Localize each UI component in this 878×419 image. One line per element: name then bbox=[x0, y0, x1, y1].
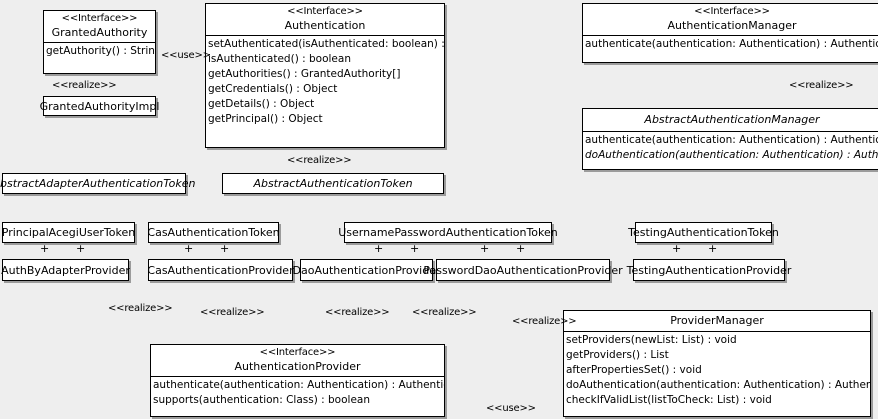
class-password-dao-authentication-provider[interactable]: PasswordDaoAuthenticationProvider bbox=[423, 259, 623, 281]
edge-label-realize-cas: <<realize>> bbox=[200, 307, 265, 318]
assoc-plus-marker: + bbox=[184, 242, 194, 255]
divider bbox=[44, 42, 155, 44]
operations-compartment: setAuthenticated(isAuthenticated: boolea… bbox=[206, 36, 444, 128]
operation: authenticate(authentication: Authenticat… bbox=[585, 133, 878, 146]
class-authentication-provider[interactable]: <<Interface>> AuthenticationProvider aut… bbox=[150, 344, 445, 417]
class-principal-acegi-user-token[interactable]: PrincipalAcegiUserToken bbox=[2, 222, 135, 243]
class-cas-authentication-provider[interactable]: CasAuthenticationProvider bbox=[147, 259, 294, 281]
operations-compartment: setProviders(newList: List) : void getPr… bbox=[564, 332, 870, 409]
class-name: GrantedAuthorityImpl bbox=[39, 99, 160, 113]
class-provider-manager[interactable]: ProviderManager setProviders(newList: Li… bbox=[563, 310, 871, 417]
operation: doAuthentication(authentication: Authent… bbox=[566, 378, 870, 391]
operation: doAuthentication(authentication: Authent… bbox=[585, 148, 878, 161]
operation: setProviders(newList: List) : void bbox=[566, 333, 737, 346]
class-name: UsernamePasswordAuthenticationToken bbox=[338, 226, 558, 239]
divider bbox=[151, 376, 444, 378]
assoc-plus-marker: + bbox=[410, 242, 420, 255]
operation: checkIfValidList(listToCheck: List) : vo… bbox=[566, 393, 772, 406]
edge-label-realize-grantedauthorityimpl: <<realize>> bbox=[52, 80, 117, 91]
edge-label-realize-authbyadapter: <<realize>> bbox=[108, 303, 173, 314]
class-abstract-authentication-token[interactable]: AbstractAuthenticationToken bbox=[222, 173, 444, 194]
class-abstract-authentication-manager[interactable]: AbstractAuthenticationManager authentica… bbox=[582, 108, 878, 170]
operations-compartment: authenticate(authentication: Authenticat… bbox=[583, 36, 878, 53]
class-header: <<Interface>> AuthenticationProvider bbox=[151, 345, 444, 376]
operations-compartment: authenticate(authentication: Authenticat… bbox=[151, 377, 444, 409]
operation: getDetails() : Object bbox=[208, 98, 315, 111]
assoc-plus-marker: + bbox=[374, 242, 384, 255]
class-testing-authentication-provider[interactable]: TestingAuthenticationProvider bbox=[627, 259, 791, 281]
class-name: TestingAuthenticationToken bbox=[628, 226, 779, 239]
edge-label-realize-passworddao: <<realize>> bbox=[412, 307, 477, 318]
class-abstract-adapter-authentication-token[interactable]: AbstractAdapterAuthenticationToken bbox=[0, 173, 195, 194]
class-header: AbstractAuthenticationManager bbox=[583, 109, 878, 131]
class-header: <<Interface>> AuthenticationManager bbox=[583, 4, 878, 35]
class-name: PrincipalAcegiUserToken bbox=[1, 226, 136, 239]
edge-label-use-providermanager: <<use>> bbox=[486, 403, 536, 414]
class-name: CasAuthenticationToken bbox=[147, 226, 280, 239]
class-testing-authentication-token[interactable]: TestingAuthenticationToken bbox=[628, 222, 779, 243]
stereotype-label: <<Interface>> bbox=[61, 13, 138, 24]
stereotype-label: <<Interface>> bbox=[287, 6, 363, 17]
class-authentication[interactable]: <<Interface>> Authentication setAuthenti… bbox=[205, 3, 445, 148]
class-granted-authority[interactable]: <<Interface>> GrantedAuthority getAuthor… bbox=[43, 10, 156, 74]
class-name: AuthenticationProvider bbox=[234, 359, 361, 373]
operation: getPrincipal() : Object bbox=[208, 113, 323, 126]
class-authentication-manager[interactable]: <<Interface>> AuthenticationManager auth… bbox=[582, 3, 878, 63]
operation: supports(authentication: Class) : boolea… bbox=[153, 394, 370, 407]
class-header: ProviderManager bbox=[564, 311, 870, 331]
divider bbox=[583, 35, 878, 37]
operation: isAuthenticated() : boolean bbox=[208, 53, 351, 66]
divider bbox=[583, 130, 878, 132]
edge-label-realize-dao: <<realize>> bbox=[325, 307, 390, 318]
divider bbox=[564, 330, 870, 332]
class-name: Authentication bbox=[284, 18, 366, 32]
class-granted-authority-impl[interactable]: GrantedAuthorityImpl bbox=[40, 96, 159, 116]
class-username-password-authentication-token[interactable]: UsernamePasswordAuthenticationToken bbox=[338, 222, 558, 243]
class-name: PasswordDaoAuthenticationProvider bbox=[423, 263, 623, 277]
class-name: ProviderManager bbox=[670, 314, 764, 327]
assoc-plus-marker: + bbox=[76, 242, 86, 255]
class-header: <<Interface>> GrantedAuthority bbox=[44, 11, 155, 42]
assoc-plus-marker: + bbox=[672, 242, 682, 255]
operation: getProviders() : List bbox=[566, 348, 669, 361]
stereotype-label: <<Interface>> bbox=[694, 6, 770, 17]
assoc-plus-marker: + bbox=[220, 242, 230, 255]
edge-label-realize-abstracttoken: <<realize>> bbox=[287, 155, 352, 166]
class-name: TestingAuthenticationProvider bbox=[626, 263, 792, 277]
class-header: <<Interface>> Authentication bbox=[206, 4, 444, 35]
class-name: AbstractAuthenticationManager bbox=[644, 113, 820, 126]
edge-label-use-authentication-grantedauthority: <<use>> bbox=[161, 50, 211, 61]
class-name: CasAuthenticationProvider bbox=[147, 263, 294, 277]
assoc-plus-marker: + bbox=[708, 242, 718, 255]
divider bbox=[206, 35, 444, 37]
assoc-plus-marker: + bbox=[516, 242, 526, 255]
class-name: DaoAuthenticationProvider bbox=[292, 263, 441, 277]
class-dao-authentication-provider[interactable]: DaoAuthenticationProvider bbox=[293, 259, 441, 281]
class-cas-authentication-token[interactable]: CasAuthenticationToken bbox=[147, 222, 280, 243]
edge-label-realize-authenticationmanager: <<realize>> bbox=[789, 80, 854, 91]
edge-label-realize-testing: <<realize>> bbox=[512, 316, 577, 327]
operation: setAuthenticated(isAuthenticated: boolea… bbox=[208, 38, 444, 51]
class-auth-by-adapter-provider[interactable]: AuthByAdapterProvider bbox=[1, 259, 130, 281]
operation: getAuthorities() : GrantedAuthority[] bbox=[208, 68, 401, 81]
assoc-plus-marker: + bbox=[40, 242, 50, 255]
class-name: AuthByAdapterProvider bbox=[1, 263, 130, 277]
operation: afterPropertiesSet() : void bbox=[566, 363, 702, 376]
class-name: AbstractAdapterAuthenticationToken bbox=[0, 177, 196, 190]
operations-compartment: authenticate(authentication: Authenticat… bbox=[583, 132, 878, 164]
class-name: AuthenticationManager bbox=[667, 18, 797, 32]
operation: getAuthority() : String bbox=[46, 45, 155, 58]
operation: authenticate(authentication: Authenticat… bbox=[153, 379, 444, 392]
class-name: GrantedAuthority bbox=[51, 25, 148, 39]
operation: authenticate(authentication: Authenticat… bbox=[585, 38, 878, 51]
stereotype-label: <<Interface>> bbox=[259, 347, 336, 358]
class-name: AbstractAuthenticationToken bbox=[253, 177, 413, 190]
operations-compartment: getAuthority() : String bbox=[44, 43, 155, 60]
operation: getCredentials() : Object bbox=[208, 83, 338, 96]
assoc-plus-marker: + bbox=[480, 242, 490, 255]
